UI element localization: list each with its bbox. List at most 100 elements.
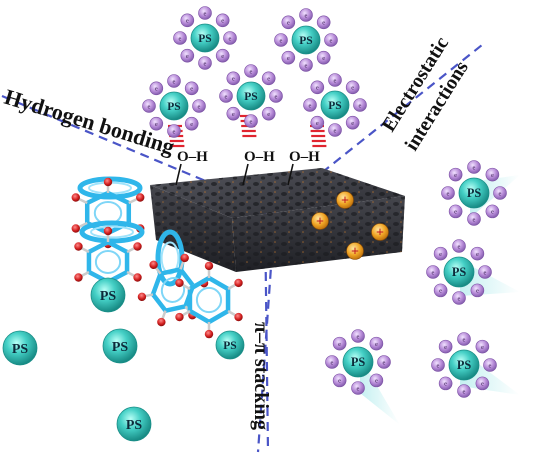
electron-label: e: [357, 333, 360, 340]
oh-label: O–H: [289, 149, 320, 165]
electron-sphere: [149, 81, 164, 96]
ps-sphere: [342, 346, 374, 378]
electron-icon: e: [226, 106, 241, 121]
oxygen-atom: [71, 224, 80, 233]
ps-particle-icon: PS: [2, 330, 38, 366]
electron-icon: e: [274, 33, 288, 47]
electron-label: e: [351, 120, 354, 127]
electron-sphere: [448, 167, 463, 182]
ps-sphere: [190, 23, 220, 53]
electron-sphere: [475, 376, 490, 391]
pi-pi-stacking-label: π–π stacking: [250, 322, 272, 430]
electron-sphere: [215, 48, 230, 63]
electron-label: e: [229, 35, 232, 42]
electron-icon: e: [483, 358, 497, 372]
motion-trail: [360, 357, 400, 425]
electron-label: e: [309, 102, 312, 109]
ps-label: PS: [198, 33, 211, 45]
electron-label: e: [316, 120, 319, 127]
electron-icon: e: [316, 50, 331, 65]
electron-icon: e: [485, 167, 500, 182]
ps-particle-icon: PS: [159, 91, 189, 121]
electron-icon: e: [310, 80, 325, 95]
electron-label: e: [186, 53, 189, 60]
oxygen-atom: [103, 177, 113, 187]
electron-icon: e: [261, 71, 276, 86]
electron-sphere: [244, 64, 258, 78]
electron-icon: e: [215, 13, 230, 28]
electron-label: e: [473, 164, 476, 171]
oxygen-atom: [204, 261, 214, 271]
electron-icon: e: [467, 212, 481, 226]
electron-icon: e: [149, 116, 164, 131]
electron-label: e: [232, 76, 235, 83]
electron-icon: e: [493, 186, 507, 200]
electron-sphere: [470, 246, 485, 261]
plus-sphere: [371, 223, 389, 241]
electron-label: e: [148, 103, 151, 110]
electron-sphere: [274, 33, 288, 47]
ps-particle-icon: PS: [236, 81, 266, 111]
electron-label: e: [316, 85, 319, 92]
electron-icon: e: [281, 50, 296, 65]
electron-sphere: [299, 8, 313, 22]
benzene-ring-icon: [175, 261, 243, 339]
electron-icon: e: [433, 283, 448, 298]
electron-sphere: [441, 186, 455, 200]
ps-sphere: [448, 349, 480, 381]
electron-label: e: [267, 76, 270, 83]
electron-icon: e: [457, 332, 471, 346]
electron-sphere: [184, 81, 199, 96]
electron-label: e: [173, 128, 176, 135]
electron-icon: e: [328, 123, 342, 137]
plus-sign: +: [376, 226, 384, 241]
electron-sphere: [332, 373, 347, 388]
electron-sphere: [324, 33, 338, 47]
electron-sphere: [483, 358, 497, 372]
electron-label: e: [458, 295, 461, 302]
ps-sphere: [320, 90, 350, 120]
electron-sphere: [467, 212, 481, 226]
electron-label: e: [338, 341, 341, 348]
electron-label: e: [250, 118, 253, 125]
electron-label: e: [334, 77, 337, 84]
oxygen-atom: [133, 273, 142, 282]
electron-label: e: [190, 121, 193, 128]
electron-icon: e: [269, 89, 283, 103]
electron-icon: e: [299, 8, 313, 22]
oxygen-atom: [234, 278, 243, 288]
ps-label: PS: [12, 342, 29, 357]
electron-sphere: [149, 116, 164, 131]
plus-sign: +: [341, 194, 349, 209]
ps-particle-icon: PS: [215, 330, 245, 360]
oxygen-atom: [74, 242, 83, 251]
electron-sphere: [377, 355, 391, 369]
ps-sphere: [116, 406, 152, 442]
electron-sphere: [281, 15, 296, 30]
electron-label: e: [221, 18, 224, 25]
electron-sphere: [281, 50, 296, 65]
electron-sphere: [351, 381, 365, 395]
electron-label: e: [476, 251, 479, 258]
electron-icon: e: [470, 283, 485, 298]
ps-particle-icon: PS: [190, 23, 220, 53]
electron-sphere: [433, 283, 448, 298]
dashed-line: [263, 211, 270, 453]
electron-icon: e: [452, 291, 466, 305]
electron-icon: e: [369, 373, 384, 388]
electron-sphere: [310, 80, 325, 95]
oxygen-atom: [175, 312, 184, 322]
electron-icon: e: [431, 358, 445, 372]
ps-particle-icon: PS: [90, 277, 126, 313]
electron-icon: e: [226, 71, 241, 86]
electron-icon: e: [377, 355, 391, 369]
electron-sphere: [457, 332, 471, 346]
electron-sphere: [215, 13, 230, 28]
electron-label: e: [204, 10, 207, 17]
oxygen-atom: [149, 260, 158, 269]
electron-icon: e: [180, 13, 195, 28]
electron-sphere: [316, 50, 331, 65]
electron-icon: e: [310, 115, 325, 130]
